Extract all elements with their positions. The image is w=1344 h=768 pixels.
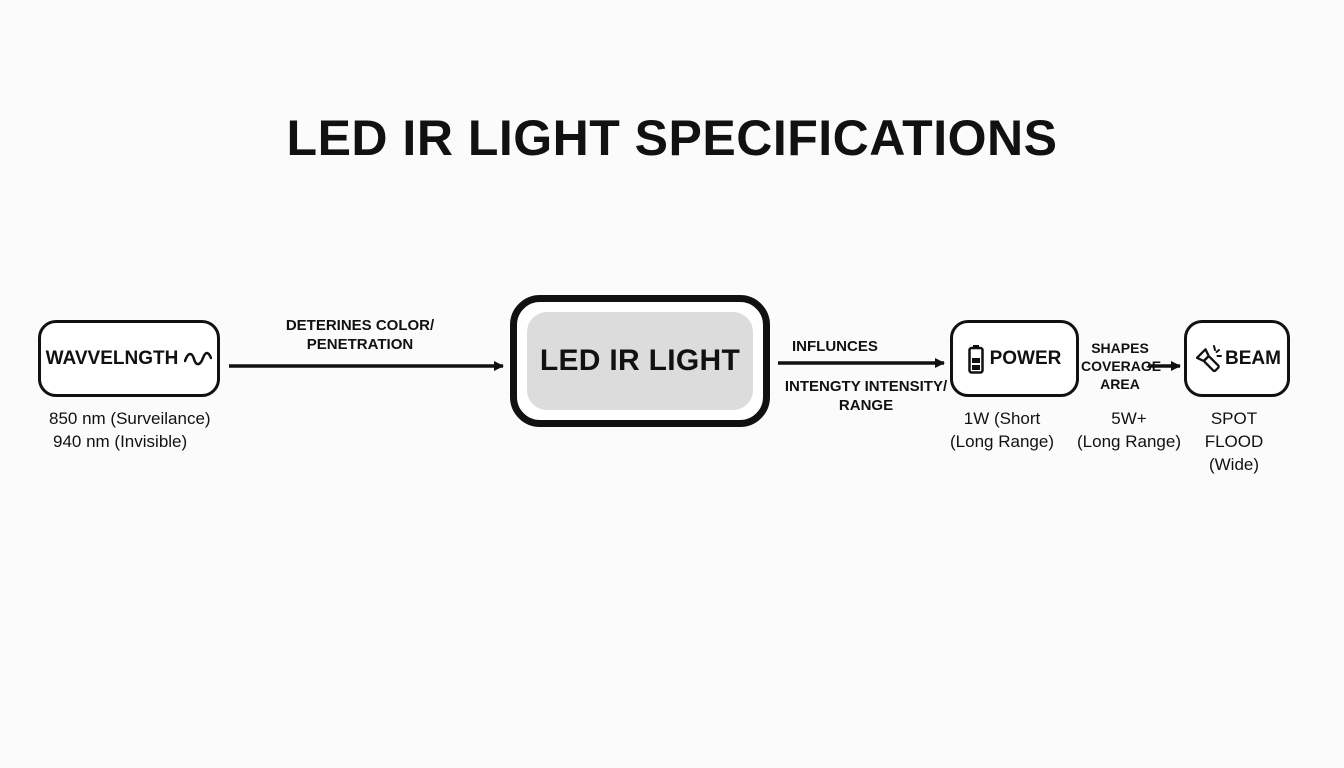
beam-specs: SPOT FLOOD (Wide) xyxy=(1196,407,1272,476)
edge-label-shapes: SHAPES COVERAGE AREA xyxy=(1081,339,1162,393)
edge-label-determines: DETERINES COLOR/ PENETRATION xyxy=(255,316,465,354)
flashlight-icon xyxy=(1193,344,1223,374)
center-node-inner: LED IR LIGHT xyxy=(527,312,753,410)
beam-node[interactable]: BEAM xyxy=(1184,320,1290,397)
edge-label-shapes-line3: AREA xyxy=(1100,376,1140,392)
spec-5w: 5W+ xyxy=(1111,409,1147,428)
edge-label-shapes-line1: SHAPES xyxy=(1091,340,1149,356)
spec-1w-range: (Long Range) xyxy=(950,432,1054,451)
edge-label-shapes-line2: COVERAGE xyxy=(1081,358,1162,374)
power-specs-low: 1W (Short (Long Range) xyxy=(944,407,1060,453)
spec-940nm: 940 nm (Invisible) xyxy=(53,432,188,451)
power-node[interactable]: POWER xyxy=(950,320,1079,397)
spec-850nm: 850 nm (Surveilance) xyxy=(49,409,211,428)
page-title: LED IR LIGHT SPECIFICATIONS xyxy=(286,110,1058,166)
edge-label-intensity: INTENGTY INTENSITY/ RANGE xyxy=(780,377,952,415)
power-label: POWER xyxy=(989,347,1062,369)
edge-label-intensity-line1: INTENGTY INTENSITY/ xyxy=(784,378,948,395)
spec-1w: 1W (Short xyxy=(963,409,1041,428)
wavelength-node[interactable]: WAVVELNGTH xyxy=(38,320,220,397)
spec-wide: (Wide) xyxy=(1208,455,1260,474)
edge-label-determines-line1: DETERINES COLOR/ xyxy=(285,317,435,334)
battery-icon xyxy=(967,344,984,374)
spec-flood: FLOOD xyxy=(1204,432,1264,451)
wavelength-specs: 850 nm (Surveilance) 940 nm (Invisible) xyxy=(49,407,211,453)
edge-label-determines-line2: PENETRATION xyxy=(306,336,414,353)
center-node[interactable]: LED IR LIGHT xyxy=(510,295,770,427)
wave-icon xyxy=(184,350,213,368)
wavelength-label: WAVVELNGTH xyxy=(45,347,179,369)
center-node-label: LED IR LIGHT xyxy=(539,344,741,377)
edge-label-influences: INFLUNCES xyxy=(792,338,878,355)
power-specs-high: 5W+ (Long Range) xyxy=(1072,407,1186,453)
beam-label: BEAM xyxy=(1225,347,1281,369)
spec-5w-range: (Long Range) xyxy=(1077,432,1181,451)
spec-spot: SPOT xyxy=(1210,409,1258,428)
edge-label-intensity-line2: RANGE xyxy=(838,397,894,414)
